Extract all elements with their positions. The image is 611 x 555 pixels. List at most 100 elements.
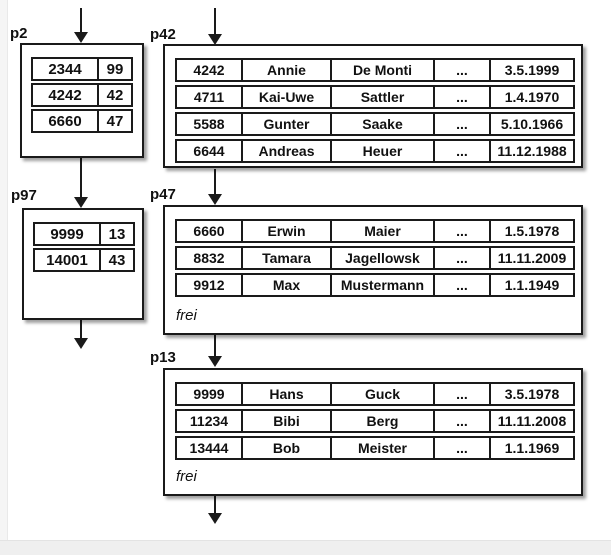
- page-label-p42: p42: [150, 26, 176, 43]
- tuple-ellipsis: ...: [433, 275, 489, 295]
- index-key: 2344: [48, 60, 82, 78]
- tuple-lastname: Jagellowsk: [330, 248, 433, 268]
- index-page-box-p2: 2344 99 4242 42 6660 47: [20, 43, 144, 158]
- data-page-box-p42: 4242 Annie De Monti ... 3.5.1999 4711 Ka…: [163, 44, 583, 168]
- tuple-table-p47: 6660 Erwin Maier ... 1.5.1978 8832 Tamar…: [175, 219, 575, 300]
- tuple-lastname: Berg: [330, 411, 433, 431]
- tuple-id: 9912: [193, 277, 225, 293]
- tuple-date: 1.1.1969: [489, 438, 573, 458]
- data-page-box-p47: 6660 Erwin Maier ... 1.5.1978 8832 Tamar…: [163, 205, 583, 335]
- arrow-into-p42: [208, 8, 222, 45]
- page-label-p97: p97: [11, 187, 37, 204]
- tuple-row: 13444 Bob Meister ... 1.1.1969: [175, 436, 575, 460]
- arrow-head-icon: [208, 34, 222, 45]
- tuple-lastname: Mustermann: [330, 275, 433, 295]
- arrow-out-of-p13: [208, 496, 222, 524]
- tuple-id: 9999: [193, 386, 225, 402]
- arrow-head-icon: [208, 356, 222, 367]
- tuple-row: 8832 Tamara Jagellowsk ... 11.11.2009: [175, 246, 575, 270]
- tuple-ellipsis: ...: [433, 60, 489, 80]
- tuple-date: 11.12.1988: [489, 141, 573, 161]
- arrow-shaft: [80, 320, 82, 340]
- tuple-firstname: Annie: [241, 60, 330, 80]
- tuple-id: 6660: [193, 223, 225, 239]
- tuple-ellipsis: ...: [433, 384, 489, 404]
- page-left-margin: [0, 0, 8, 554]
- tuple-ellipsis: ...: [433, 114, 489, 134]
- index-key: 14001: [46, 251, 88, 269]
- tuple-ellipsis: ...: [433, 411, 489, 431]
- tuple-id: 11234: [189, 413, 229, 429]
- tuple-row: 4711 Kai-Uwe Sattler ... 1.4.1970: [175, 85, 575, 109]
- arrow-shaft: [214, 335, 216, 358]
- tuple-ellipsis: ...: [433, 438, 489, 458]
- tuple-date: 3.5.1978: [489, 384, 573, 404]
- index-table-p2: 2344 99 4242 42 6660 47: [31, 57, 133, 135]
- tuple-row: 6660 Erwin Maier ... 1.5.1978: [175, 219, 575, 243]
- tuple-lastname: Maier: [330, 221, 433, 241]
- index-pointer: 47: [97, 111, 131, 131]
- index-key: 9999: [50, 225, 84, 243]
- tuple-row: 11234 Bibi Berg ... 11.11.2008: [175, 409, 575, 433]
- tuple-firstname: Tamara: [241, 248, 330, 268]
- tuple-lastname: Guck: [330, 384, 433, 404]
- tuple-table-p42: 4242 Annie De Monti ... 3.5.1999 4711 Ka…: [175, 58, 575, 166]
- tuple-ellipsis: ...: [433, 87, 489, 107]
- page-bottom-margin: [0, 540, 611, 555]
- index-pointer: 99: [97, 59, 131, 79]
- tuple-row: 9999 Hans Guck ... 3.5.1978: [175, 382, 575, 406]
- arrow-into-p2: [74, 8, 88, 43]
- arrow-out-of-p97: [74, 320, 88, 349]
- arrow-p2-to-p97: [74, 158, 88, 208]
- arrow-head-icon: [74, 32, 88, 43]
- arrow-head-icon: [208, 513, 222, 524]
- tuple-firstname: Andreas: [241, 141, 330, 161]
- index-key: 4242: [48, 86, 82, 104]
- arrow-shaft: [214, 169, 216, 196]
- tuple-lastname: Saake: [330, 114, 433, 134]
- tuple-lastname: De Monti: [330, 60, 433, 80]
- tuple-id: 5588: [193, 116, 225, 132]
- tuple-ellipsis: ...: [433, 248, 489, 268]
- tuple-date: 11.11.2008: [489, 411, 573, 431]
- tuple-date: 1.1.1949: [489, 275, 573, 295]
- tuple-ellipsis: ...: [433, 141, 489, 161]
- tuple-date: 1.4.1970: [489, 87, 573, 107]
- tuple-firstname: Erwin: [241, 221, 330, 241]
- page-label-p2: p2: [10, 25, 28, 42]
- tuple-id: 8832: [193, 250, 225, 266]
- data-page-box-p13: 9999 Hans Guck ... 3.5.1978 11234 Bibi B…: [163, 368, 583, 496]
- arrow-p47-to-p13: [208, 335, 222, 367]
- tuple-firstname: Hans: [241, 384, 330, 404]
- arrow-head-icon: [208, 194, 222, 205]
- index-entry-row: 14001 43: [33, 248, 135, 272]
- tuple-id: 4711: [193, 89, 225, 105]
- tuple-lastname: Meister: [330, 438, 433, 458]
- index-pointer: 43: [99, 250, 133, 270]
- arrow-shaft: [214, 8, 216, 36]
- index-key: 6660: [48, 112, 82, 130]
- tuple-row: 5588 Gunter Saake ... 5.10.1966: [175, 112, 575, 136]
- tuple-table-p13: 9999 Hans Guck ... 3.5.1978 11234 Bibi B…: [175, 382, 575, 463]
- tuple-firstname: Gunter: [241, 114, 330, 134]
- tuple-id: 6644: [193, 143, 225, 159]
- index-pointer: 42: [97, 85, 131, 105]
- tuple-date: 11.11.2009: [489, 248, 573, 268]
- index-entry-row: 6660 47: [31, 109, 133, 133]
- tuple-firstname: Bibi: [241, 411, 330, 431]
- tuple-date: 1.5.1978: [489, 221, 573, 241]
- tuple-id: 4242: [193, 62, 225, 78]
- tuple-lastname: Sattler: [330, 87, 433, 107]
- page-label-p47: p47: [150, 186, 176, 203]
- tuple-row: 6644 Andreas Heuer ... 11.12.1988: [175, 139, 575, 163]
- arrow-shaft: [80, 158, 82, 199]
- tuple-lastname: Heuer: [330, 141, 433, 161]
- index-page-box-p97: 9999 13 14001 43: [22, 208, 144, 320]
- index-entry-row: 4242 42: [31, 83, 133, 107]
- index-entry-row: 9999 13: [33, 222, 135, 246]
- tuple-row: 4242 Annie De Monti ... 3.5.1999: [175, 58, 575, 82]
- tuple-firstname: Bob: [241, 438, 330, 458]
- tuple-firstname: Max: [241, 275, 330, 295]
- arrow-head-icon: [74, 197, 88, 208]
